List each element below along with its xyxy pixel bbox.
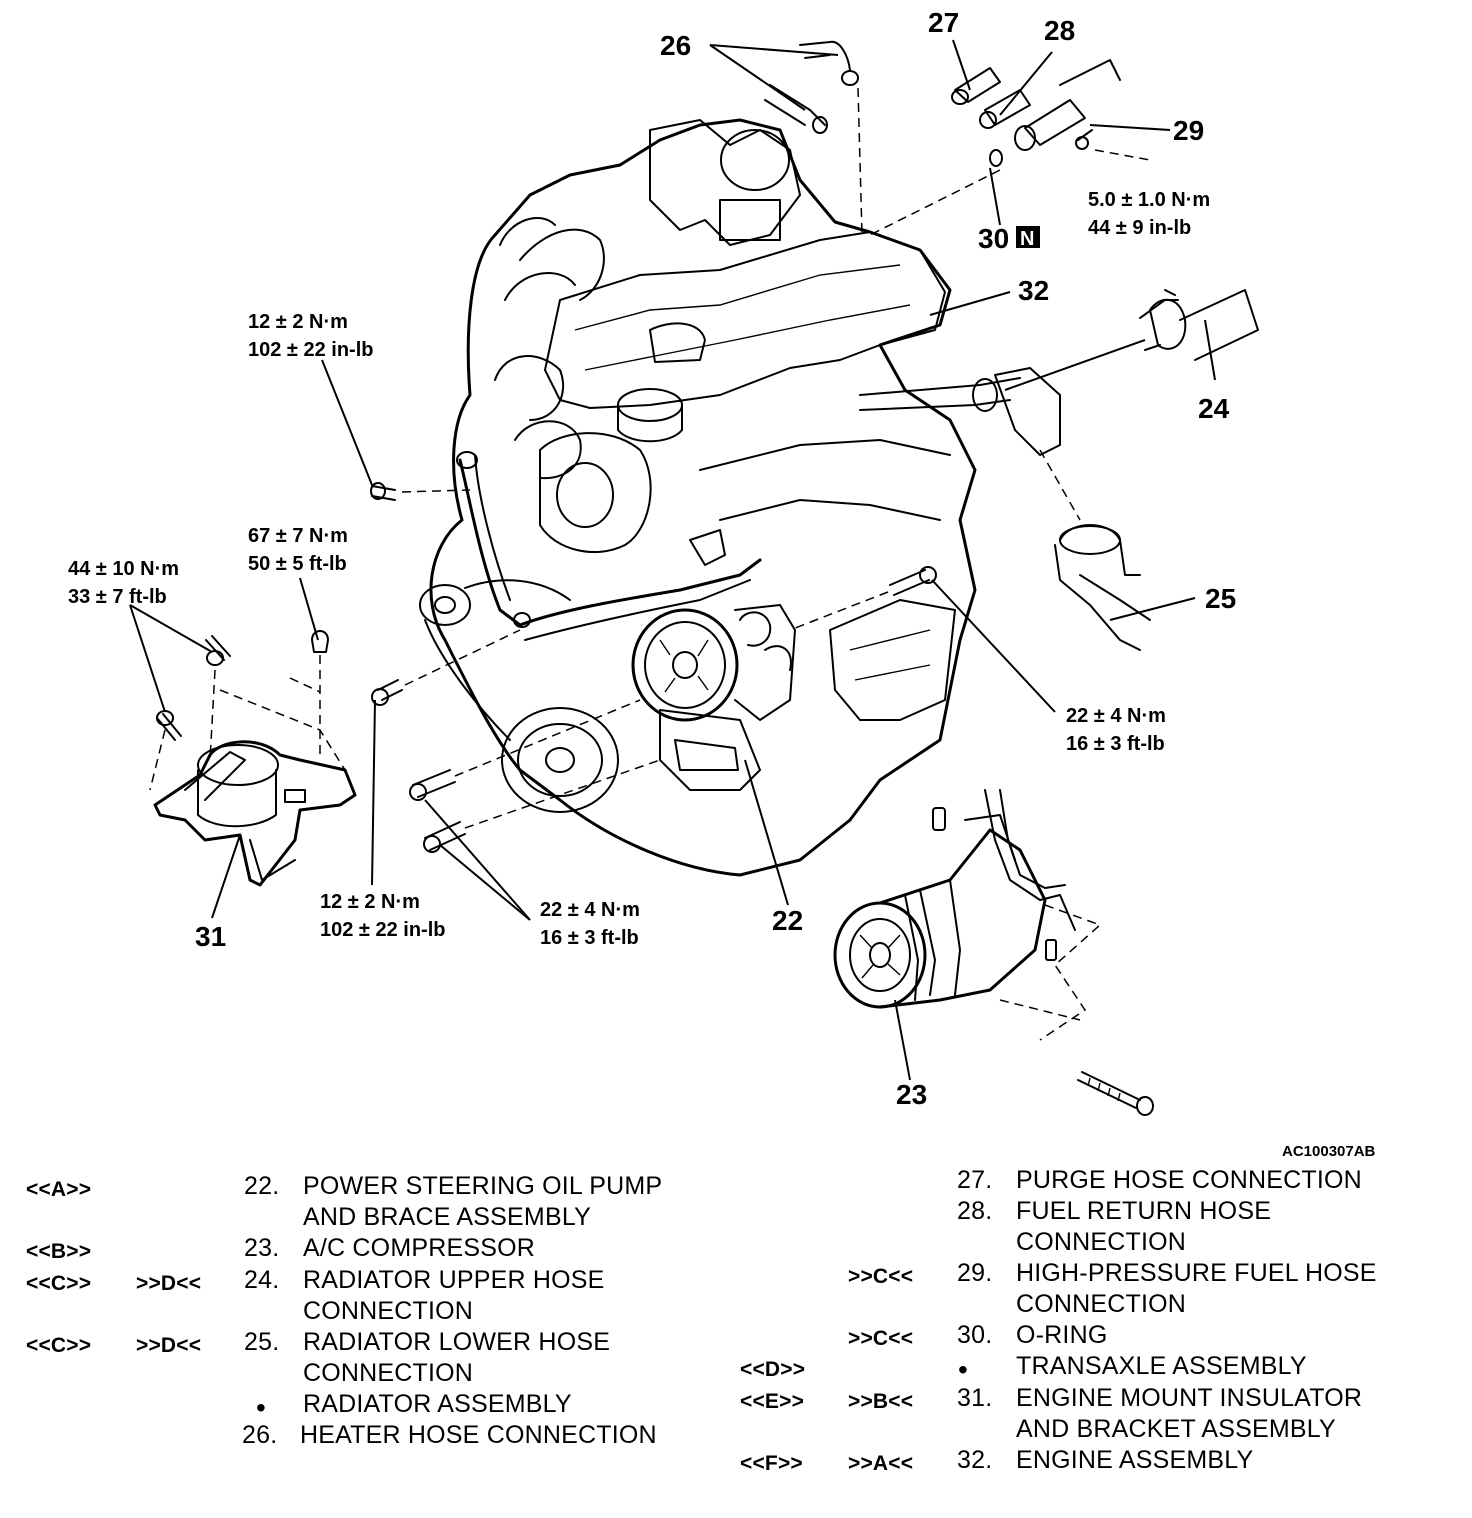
legend-label-cont: CONNECTION [1016,1290,1187,1318]
figure-id: AC100307AB [1282,1143,1376,1160]
legend-number: 22. [244,1172,280,1200]
legend-mark: <<C>> [26,1272,92,1295]
legend-left: <<A>> 22. POWER STEERING OIL PUMP AND BR… [0,1170,730,1470]
torque-upper-bolt-ftlb: 16 ± 3 ft-lb [1066,733,1165,755]
legend-label: RADIATOR ASSEMBLY [303,1390,572,1418]
torque-mount-bolt-nm: 44 ± 10 N·m [68,558,179,580]
legend-label: POWER STEERING OIL PUMP [303,1172,663,1200]
legend-number: 28. [957,1197,993,1225]
callout-32: 32 [1018,275,1049,306]
legend-label: TRANSAXLE ASSEMBLY [1016,1352,1307,1380]
legend-mark: <<C>> [26,1334,92,1357]
callout-25: 25 [1205,583,1236,614]
legend-number: 24. [244,1266,280,1294]
callout-30: 30 [978,223,1009,254]
legend-label: HEATER HOSE CONNECTION [300,1421,657,1449]
legend-mark-install: >>C<< [848,1327,914,1350]
hose-fittings-drawing [764,40,1151,236]
torque-29-nm: 5.0 ± 1.0 N·m [1088,189,1210,211]
power-steering-pump-drawing [456,451,796,791]
legend-label: ENGINE MOUNT INSULATOR [1016,1384,1363,1412]
legend-label-cont: AND BRACKET ASSEMBLY [1016,1415,1336,1443]
legend-mark: <<D>> [740,1358,806,1381]
torque-brace-nm: 12 ± 2 N·m [248,311,348,333]
legend-mark-install: >>D<< [136,1334,202,1357]
legend-mark-install: >>A<< [848,1452,914,1475]
leader-lines [129,39,1216,1081]
legend-number: 31. [957,1384,993,1412]
torque-ps-brace-nm: 12 ± 2 N·m [320,891,420,913]
legend-right: 27. PURGE HOSE CONNECTION 28. FUEL RETUR… [730,1164,1472,1484]
legend-label: RADIATOR UPPER HOSE [303,1266,605,1294]
legend-label-cont: AND BRACE ASSEMBLY [303,1203,591,1231]
engine-mount-drawing [149,630,357,887]
callout-24: 24 [1198,393,1230,424]
legend-label: RADIATOR LOWER HOSE [303,1328,611,1356]
legend-label: ENGINE ASSEMBLY [1016,1446,1254,1474]
torque-upper-bolt-nm: 22 ± 4 N·m [1066,705,1166,727]
legend-number: 30. [957,1321,993,1349]
legend-mark: <<A>> [26,1178,92,1201]
callout-31: 31 [195,921,226,952]
legend-label: FUEL RETURN HOSE [1016,1197,1272,1225]
legend-number: 25. [244,1328,280,1356]
legend-number: 26. [242,1421,278,1449]
legend-mark: <<B>> [26,1240,92,1263]
legend-number: 29. [957,1259,993,1287]
callout-28: 28 [1044,15,1075,46]
radiator-hoses-drawing [1039,289,1259,651]
callout-23: 23 [896,1079,927,1110]
engine-removal-diagram: .ln { fill: none; stroke: #000; stroke-w… [68,7,1376,1160]
legend-mark-install: >>B<< [848,1390,914,1413]
engine-assembly-drawing [419,118,1061,877]
legend-number: 32. [957,1446,993,1474]
legend-label-cont: CONNECTION [303,1359,474,1387]
new-part-badge-text: N [1020,228,1034,250]
legend-label-cont: CONNECTION [303,1297,474,1325]
legend-mark: <<E>> [740,1390,805,1413]
fasteners-drawing [370,482,1102,1041]
torque-ps-pump-ftlb: 16 ± 3 ft-lb [540,927,639,949]
legend-number: 23. [244,1234,280,1262]
torque-ps-pump-nm: 22 ± 4 N·m [540,899,640,921]
torque-mount-bolt-ftlb: 33 ± 7 ft-lb [68,586,167,608]
legend-bullet: • [958,1354,969,1385]
new-part-badge [1016,226,1040,248]
callout-29: 29 [1173,115,1204,146]
legend-mark-install: >>C<< [848,1265,914,1288]
legend-mark: <<F>> [740,1452,803,1475]
callout-26: 26 [660,30,691,61]
callout-22: 22 [772,905,803,936]
callout-27: 27 [928,7,959,38]
legend-bullet: • [256,1392,267,1423]
legend-mark-install: >>D<< [136,1272,202,1295]
legend-label: HIGH-PRESSURE FUEL HOSE [1016,1259,1377,1287]
legend-label: A/C COMPRESSOR [303,1234,535,1262]
torque-mount-nut-nm: 67 ± 7 N·m [248,525,348,547]
ac-compressor-drawing [833,789,1154,1116]
legend-number: 27. [957,1166,993,1194]
torque-ps-brace-inlb: 102 ± 22 in-lb [320,919,445,941]
legend-label: O-RING [1016,1321,1108,1349]
torque-29-inlb: 44 ± 9 in-lb [1088,217,1191,239]
legend-label-cont: CONNECTION [1016,1228,1187,1256]
legend-label: PURGE HOSE CONNECTION [1016,1166,1362,1194]
torque-mount-nut-ftlb: 50 ± 5 ft-lb [248,553,347,575]
torque-brace-inlb: 102 ± 22 in-lb [248,339,373,361]
